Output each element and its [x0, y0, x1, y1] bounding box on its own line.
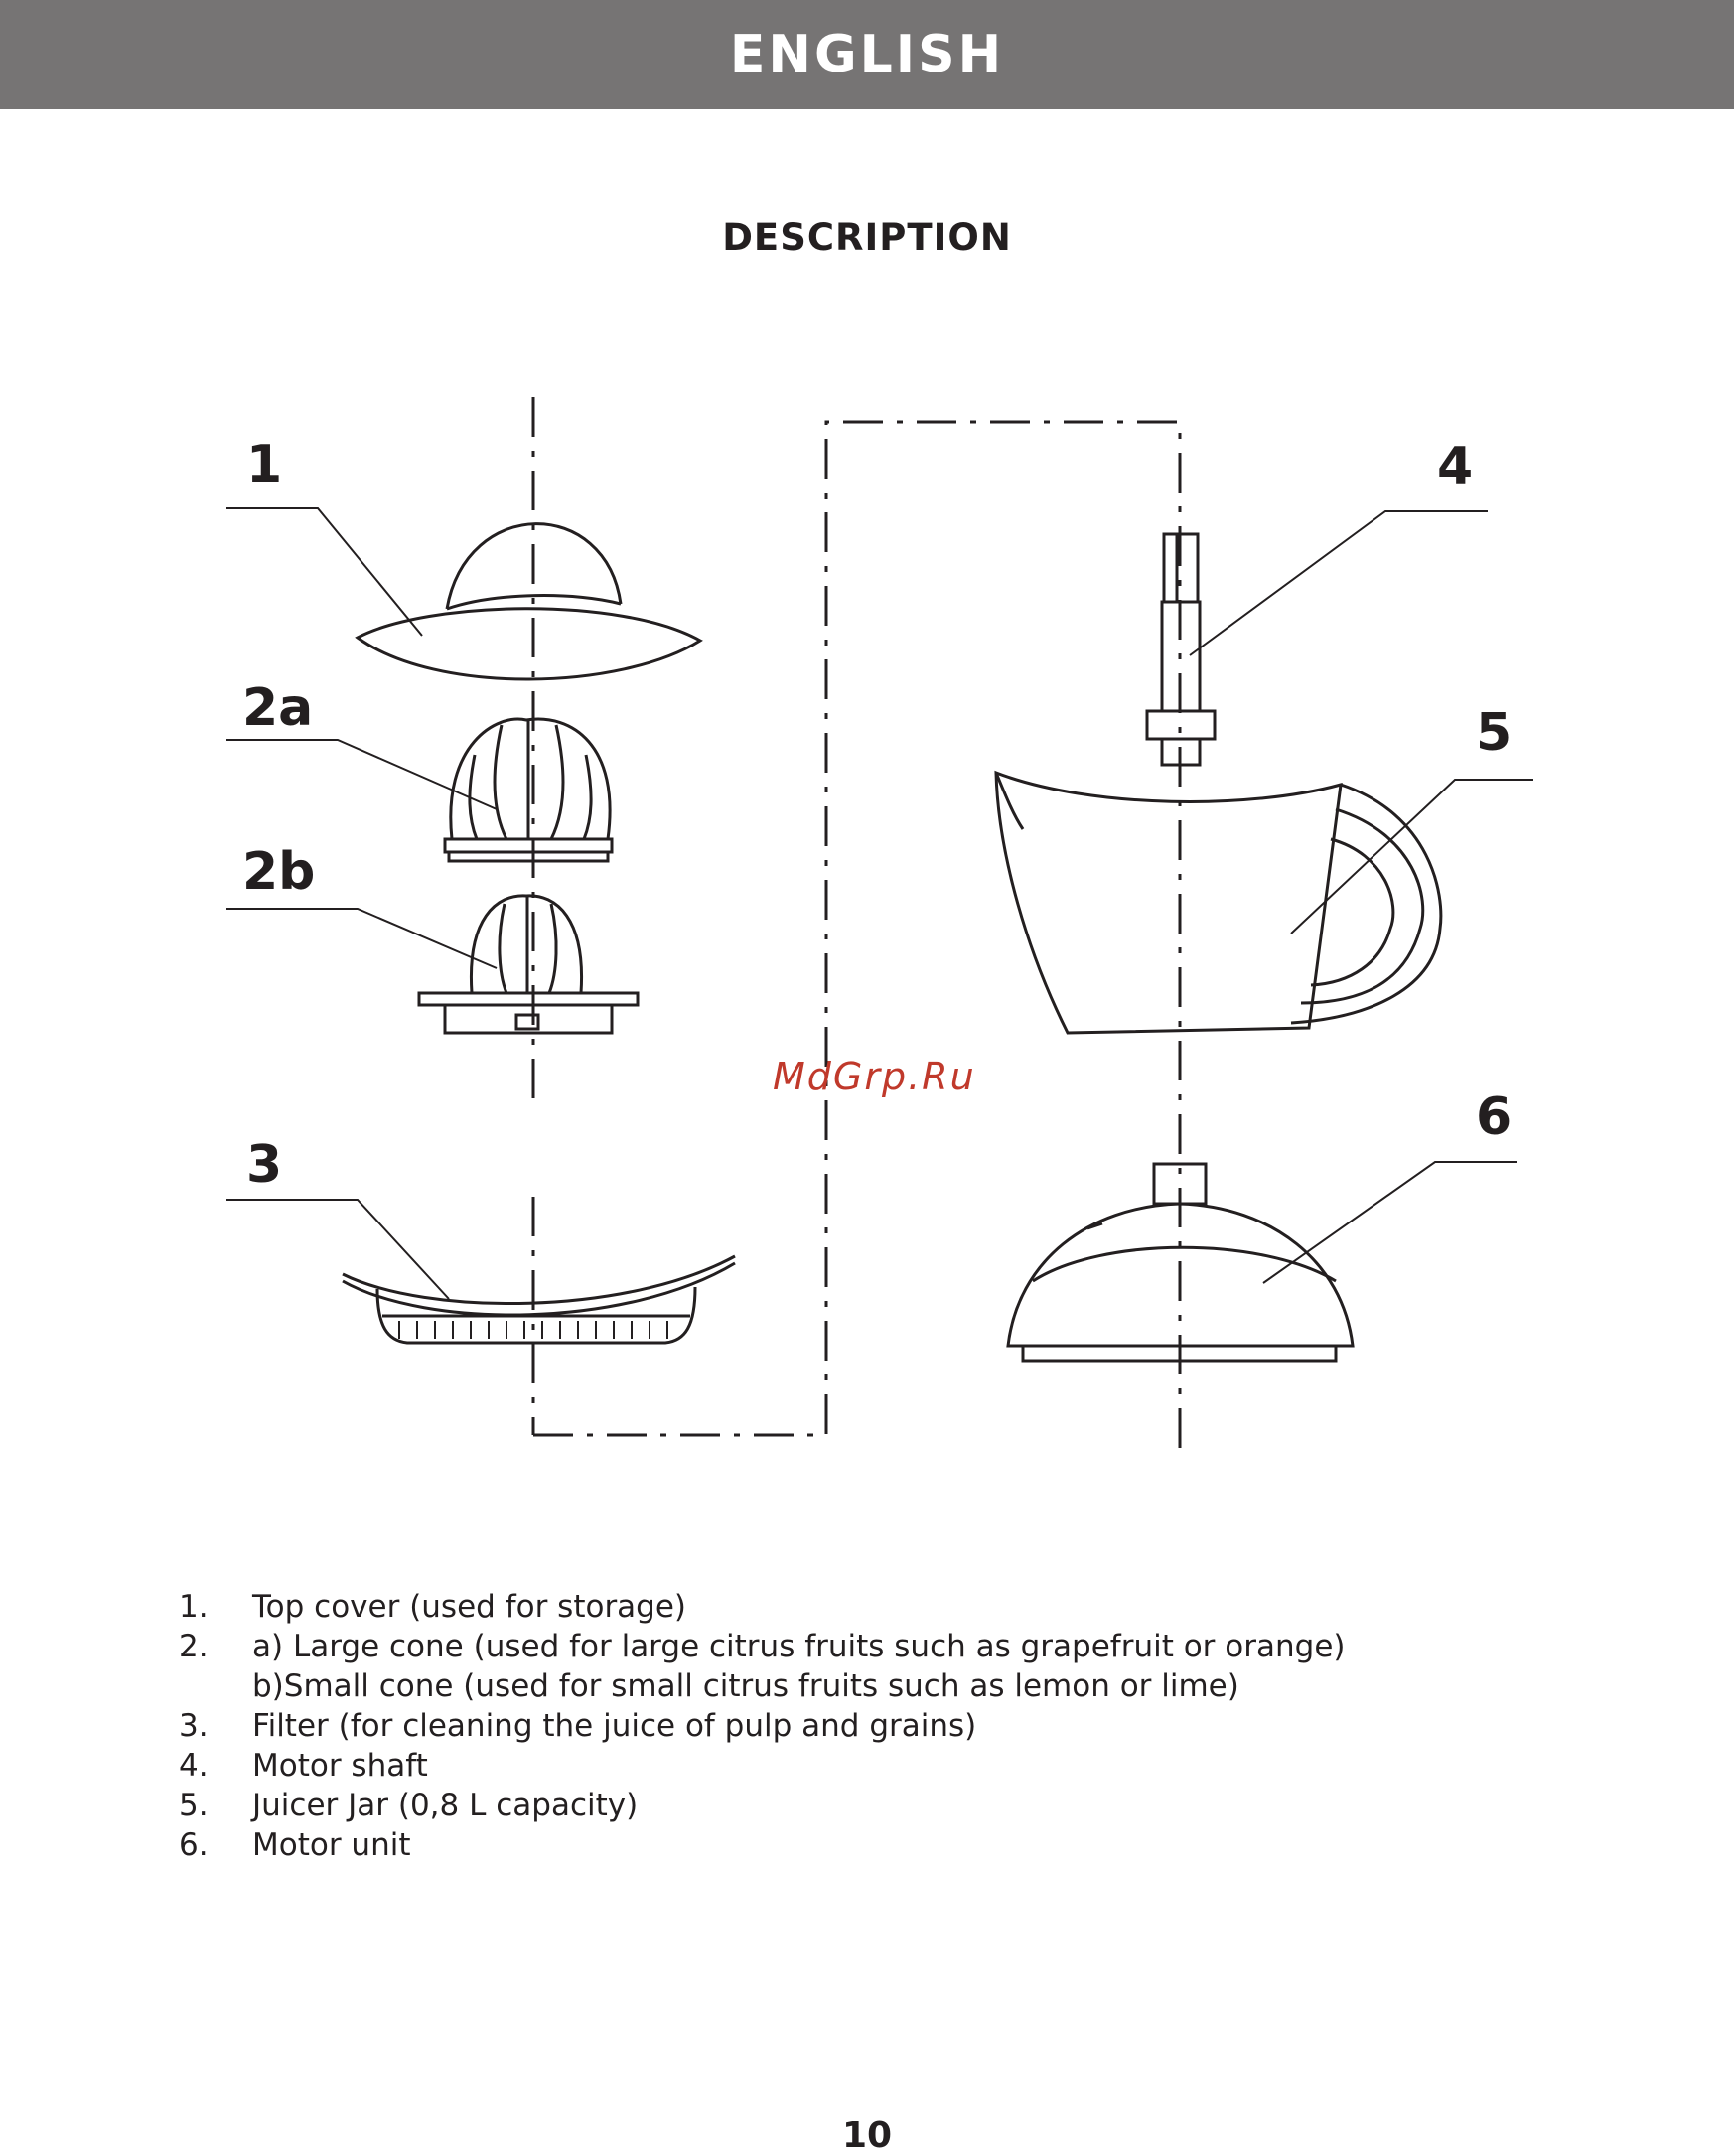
list-item-number: 5.: [179, 1788, 209, 1823]
top-cover-drawing: [355, 522, 703, 681]
list-item-text: Juicer Jar (0,8 L capacity): [252, 1788, 639, 1823]
list-item: 5. Juicer Jar (0,8 L capacity): [179, 1786, 1346, 1825]
list-item-number: 6.: [179, 1827, 209, 1863]
list-item: 1. Top cover (used for storage): [179, 1587, 1346, 1627]
list-item-text: Top cover (used for storage): [252, 1589, 687, 1625]
list-item: 3. Filter (for cleaning the juice of pul…: [179, 1706, 1346, 1746]
list-item-number: 3.: [179, 1708, 209, 1744]
page-number: 10: [841, 2115, 893, 2156]
callout-5: 5: [1476, 703, 1512, 763]
motor-shaft-drawing: [1145, 532, 1217, 767]
large-cone-drawing: [443, 717, 614, 863]
filter-drawing: [342, 1254, 736, 1345]
section-title: DESCRIPTION: [722, 216, 1012, 259]
list-item-line: a) Large cone (used for large citrus fru…: [252, 1629, 1346, 1664]
callout-3: 3: [246, 1135, 282, 1195]
list-item-line: b)Small cone (used for small citrus frui…: [252, 1668, 1239, 1704]
list-item: 6. Motor unit: [179, 1825, 1346, 1865]
callout-2a: 2a: [242, 678, 313, 738]
motor-unit-drawing: [1006, 1162, 1355, 1363]
watermark-text: MdGrp.Ru: [773, 1055, 976, 1098]
list-item-text: Motor unit: [252, 1827, 411, 1863]
list-item-text: a) Large cone (used for large citrus fru…: [252, 1627, 1346, 1706]
language-header-bar: ENGLISH: [0, 0, 1734, 109]
parts-list: 1. Top cover (used for storage) 2. a) La…: [179, 1587, 1346, 1865]
callout-1: 1: [246, 435, 282, 495]
list-item-text: Motor shaft: [252, 1748, 428, 1784]
language-title: ENGLISH: [729, 25, 1005, 84]
callout-leader-lines: [226, 507, 1533, 1300]
callout-4: 4: [1437, 437, 1473, 497]
callout-2b: 2b: [242, 842, 315, 902]
list-item-text: Filter (for cleaning the juice of pulp a…: [252, 1708, 977, 1744]
list-item: 2. a) Large cone (used for large citrus …: [179, 1627, 1346, 1706]
small-cone-drawing: [417, 894, 640, 1035]
list-item-number: 2.: [179, 1629, 209, 1664]
list-item-number: 4.: [179, 1748, 209, 1784]
list-item-number: 1.: [179, 1589, 209, 1625]
juicer-jar-drawing: [994, 770, 1443, 1035]
list-item: 4. Motor shaft: [179, 1746, 1346, 1786]
callout-6: 6: [1476, 1087, 1512, 1147]
